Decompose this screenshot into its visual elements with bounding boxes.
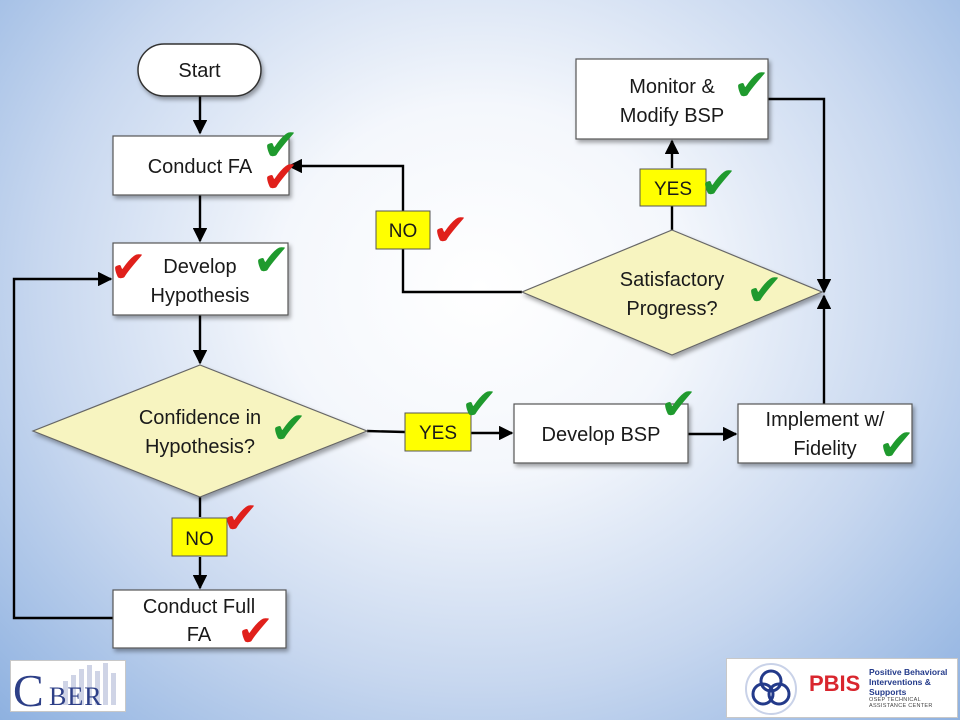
node-implement: Implement w/ Fidelity	[737, 403, 913, 464]
node-satisfactory-line1: Satisfactory	[620, 269, 724, 291]
node-confidence-line2: Hypothesis?	[145, 436, 255, 458]
cber-logo: C BER	[10, 660, 126, 716]
pbis-logo-name: PBIS	[809, 671, 861, 696]
checkmark-icon: ✔	[700, 158, 737, 209]
node-develop-hypothesis-line1: Develop	[163, 256, 236, 278]
node-develop-hypothesis-line2: Hypothesis	[151, 285, 250, 307]
checkmark-icon: ✔	[237, 606, 274, 657]
node-implement-line1: Implement w/	[766, 409, 885, 431]
cber-logo-initial: C	[13, 665, 44, 711]
checkmark-icon: ✔	[461, 379, 498, 430]
checkmark-icon: ✔	[270, 403, 307, 454]
checkmark-icon: ✔	[878, 420, 915, 471]
edge-monitor-to-junction	[768, 97, 832, 294]
checkmark-icon: ✔	[253, 235, 290, 286]
checkmark-icon: ✔	[432, 205, 469, 256]
node-conduct-fa-label: Conduct FA	[148, 156, 253, 178]
node-conduct-full-fa-line2: FA	[187, 624, 212, 646]
label-yes-confidence: YES	[404, 412, 472, 452]
label-no-confidence: NO	[171, 517, 228, 557]
pbis-logo-subtitle-line2: Interventions & Supports	[869, 677, 931, 697]
connectors	[12, 96, 832, 620]
pbis-logo-subtitle: Positive Behavioral Interventions & Supp…	[869, 667, 957, 697]
node-develop-bsp-label: Develop BSP	[542, 424, 661, 446]
node-monitor-line2: Modify BSP	[620, 105, 724, 127]
cber-logo-rest: BER	[49, 682, 103, 711]
pbis-logo-subtitle-line1: Positive Behavioral	[869, 667, 948, 677]
node-develop-bsp: Develop BSP	[513, 403, 689, 464]
checkmark-icon: ✔	[222, 493, 259, 544]
checkmark-icon: ✔	[746, 265, 783, 316]
node-start: Start	[137, 43, 262, 97]
pbis-logo: PBIS Positive Behavioral Interventions &…	[726, 658, 958, 718]
node-develop-hypothesis: Develop Hypothesis	[112, 242, 289, 316]
node-conduct-full-fa-line1: Conduct Full	[143, 596, 255, 618]
checkmark-icon: ✔	[660, 379, 697, 430]
node-monitor-line1: Monitor &	[629, 76, 715, 98]
label-no-progress: NO	[375, 210, 431, 250]
pbis-rings-icon	[745, 663, 797, 715]
node-conduct-fa: Conduct FA	[112, 135, 290, 196]
checkmarks: ✔ ✔ ✔ ✔ ✔ ✔ ✔ ✔ ✔ ✔ ✔ ✔ ✔ ✔	[110, 60, 915, 657]
cber-logo-graphic: C BER	[13, 663, 116, 716]
checkmark-icon: ✔	[262, 152, 299, 203]
label-no-confidence-text: NO	[185, 529, 214, 550]
node-monitor: Monitor & Modify BSP	[575, 58, 769, 140]
node-confidence-decision: Confidence in Hypothesis?	[31, 364, 369, 498]
checkmark-icon: ✔	[110, 242, 147, 293]
node-implement-line2: Fidelity	[793, 438, 856, 460]
checkmark-icon: ✔	[262, 120, 299, 171]
node-conduct-full-fa: Conduct Full FA	[112, 589, 287, 649]
node-confidence-line1: Confidence in	[139, 407, 261, 429]
edge-conduct-full-fa-loop-back	[12, 271, 113, 620]
pbis-logo-tagline: OSEP TECHNICAL ASSISTANCE CENTER	[869, 697, 933, 709]
label-yes-progress: YES	[639, 168, 707, 207]
node-satisfactory-decision: Satisfactory Progress?	[520, 229, 824, 356]
edge-confidence-to-yes-label	[366, 429, 406, 434]
node-satisfactory-line2: Progress?	[626, 298, 717, 320]
label-yes-confidence-text: YES	[419, 423, 457, 444]
label-yes-progress-text: YES	[654, 179, 692, 200]
label-no-progress-text: NO	[389, 221, 418, 242]
checkmark-icon: ✔	[733, 60, 770, 111]
node-start-label: Start	[178, 60, 221, 82]
